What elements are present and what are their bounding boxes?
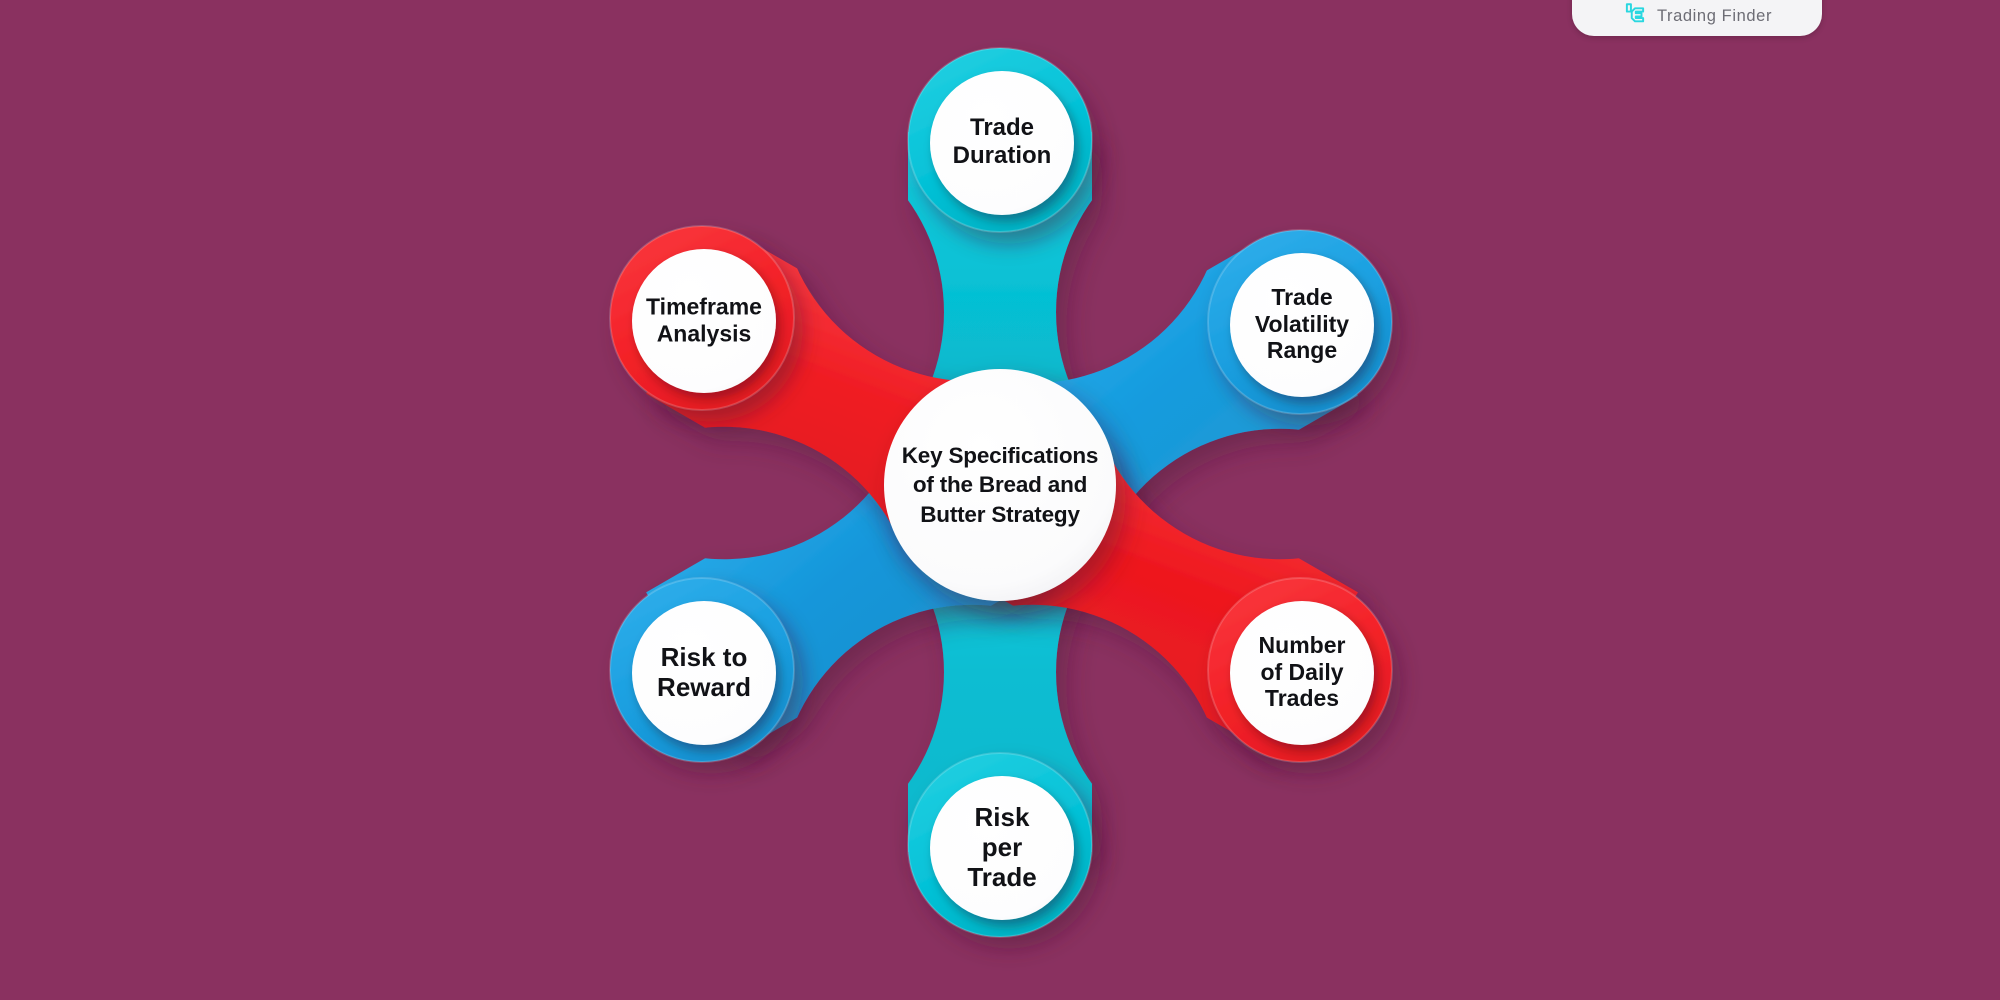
node-timeframe-analysis[interactable] bbox=[609, 225, 795, 411]
node-layer bbox=[609, 47, 1393, 938]
brand-badge[interactable]: Trading Finder bbox=[1572, 0, 1822, 36]
node-trade-duration[interactable] bbox=[907, 47, 1093, 233]
node-number-of-daily-trades[interactable] bbox=[1207, 577, 1393, 763]
trading-finder-logo-icon bbox=[1625, 3, 1645, 23]
brand-name: Trading Finder bbox=[1656, 6, 1773, 25]
node-risk-to-reward[interactable] bbox=[609, 577, 795, 763]
center-hub[interactable] bbox=[884, 369, 1116, 601]
node-risk-per-trade[interactable] bbox=[907, 752, 1093, 938]
node-trade-volatility-range[interactable] bbox=[1207, 229, 1393, 415]
